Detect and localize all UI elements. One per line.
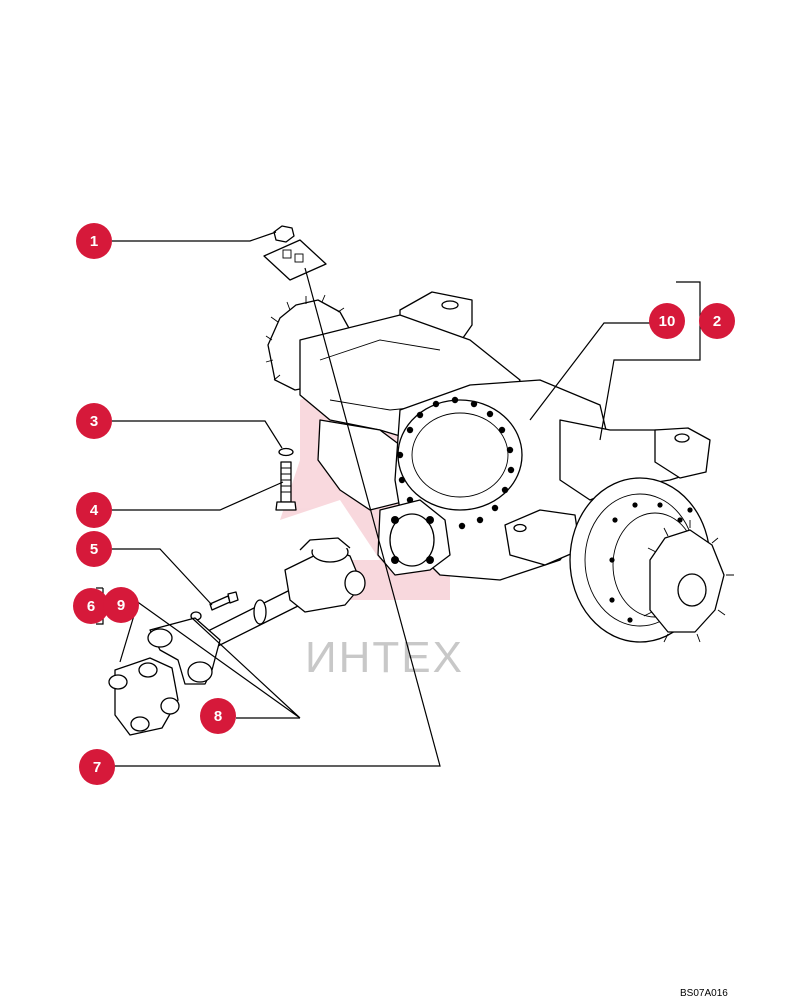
- diff-bolt-ring: [396, 396, 515, 530]
- callout-8: 8: [200, 698, 236, 734]
- callout-7: 7: [79, 749, 115, 785]
- callout-7-label: 7: [93, 759, 101, 776]
- diff-cover: [397, 399, 523, 511]
- yoke-part: [147, 617, 221, 685]
- callout-2-label: 2: [713, 313, 721, 330]
- callout-6-label: 6: [87, 598, 95, 615]
- callout-8-label: 8: [214, 708, 222, 725]
- callout-5-label: 5: [90, 541, 98, 558]
- callout-9: 9: [103, 587, 139, 623]
- nut-part: [273, 225, 295, 243]
- callout-1-label: 1: [90, 233, 98, 250]
- callout-6: 6: [73, 588, 109, 624]
- callout-4-label: 4: [90, 502, 99, 519]
- washer-part: [278, 447, 294, 457]
- leader-lines: [96, 231, 701, 767]
- axle-assembly: [265, 291, 734, 643]
- callout-10: 10: [649, 303, 685, 339]
- callout-5: 5: [76, 531, 112, 567]
- callout-10-label: 10: [659, 313, 676, 330]
- hub-bolt-ring: [609, 502, 693, 623]
- universal-joint-part: [108, 657, 180, 736]
- callout-1: 1: [76, 223, 112, 259]
- small-bolt-part: [209, 591, 239, 611]
- callout-4: 4: [76, 492, 112, 528]
- watermark-text: ИНТЕХ: [305, 633, 464, 682]
- callout-3-label: 3: [90, 413, 98, 430]
- reference-code: BS07A016: [680, 988, 728, 999]
- left-lower-housing: [317, 419, 421, 511]
- right-mount-bracket: [654, 427, 711, 479]
- callout-2: 2: [699, 303, 735, 339]
- callout-3: 3: [76, 403, 112, 439]
- callout-9-label: 9: [117, 597, 125, 614]
- bolt-part: [275, 461, 297, 511]
